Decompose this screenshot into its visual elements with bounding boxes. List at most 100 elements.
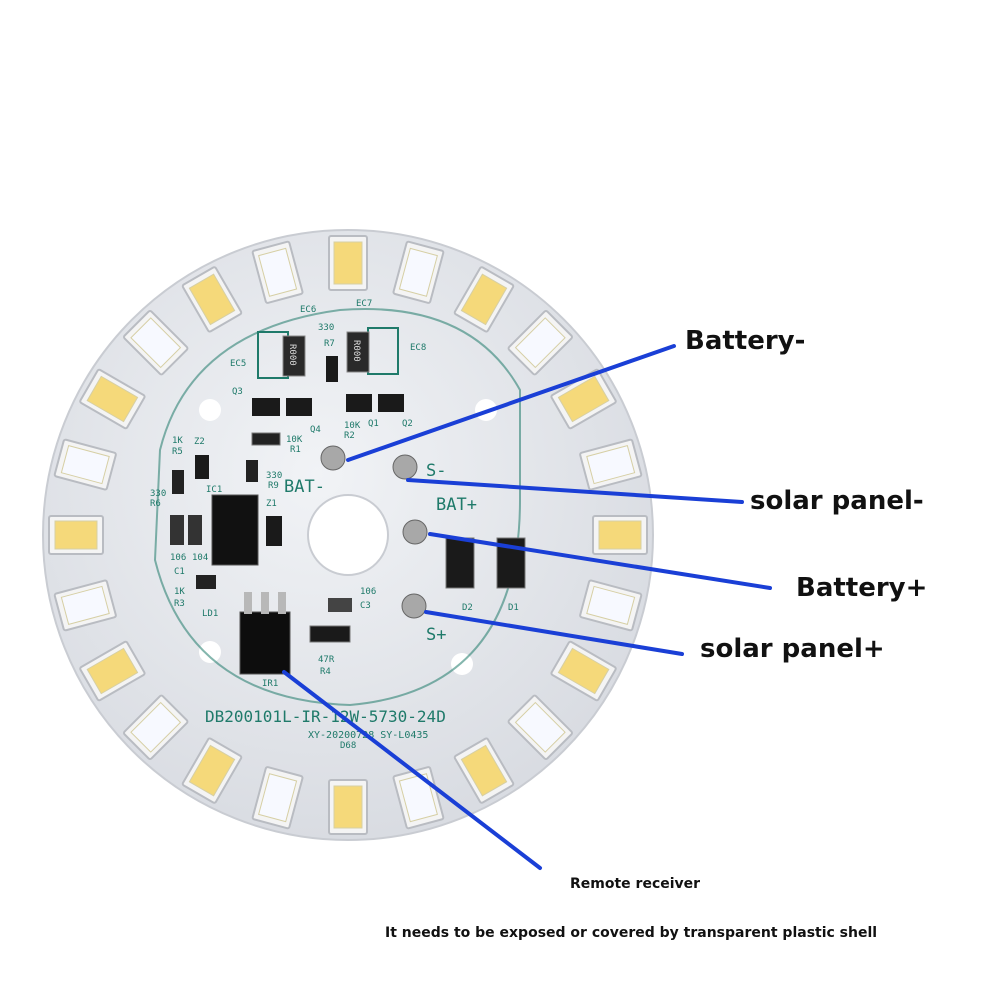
led-chip [181, 266, 243, 333]
value-label: 330 [266, 471, 282, 481]
resistor-r000 [346, 331, 370, 373]
led-chip [48, 515, 104, 555]
ref-label: R5 [172, 447, 183, 457]
ref-label: C1 [174, 567, 185, 577]
led-chip [592, 515, 648, 555]
led-chip [53, 579, 117, 632]
callout-line-solar-plus [424, 610, 684, 656]
resistor-r3 [196, 575, 216, 589]
ir-receiver [239, 611, 291, 675]
led-chip [328, 235, 368, 291]
zener-z1 [266, 516, 282, 546]
pad-label-bat-minus: BAT- [284, 477, 325, 497]
ref-label: Q4 [310, 425, 321, 435]
center-hole [307, 494, 389, 576]
ref-label: D1 [508, 603, 519, 613]
ref-label: EC6 [300, 305, 316, 315]
transistor-q4 [286, 398, 312, 416]
ref-label: R6 [150, 499, 161, 509]
led-chip [123, 694, 189, 760]
ref-label: R9 [268, 481, 279, 491]
resistor-r6 [172, 470, 184, 494]
ref-label: Q2 [402, 419, 413, 429]
capacitor-c2 [188, 515, 202, 545]
value-label: 330 [318, 323, 334, 333]
silk-outline [153, 308, 521, 707]
value-label: 106 [360, 587, 376, 597]
ref-label: EC8 [410, 343, 426, 353]
ref-label: Z2 [194, 437, 205, 447]
led-chip [251, 766, 304, 830]
ref-label: D68 [340, 741, 356, 751]
led-chip [328, 779, 368, 835]
led-chip [453, 266, 515, 333]
solar-panel-minus-label: solar panel- [750, 486, 924, 516]
value-label: 106 [170, 553, 186, 563]
pad-label-bat-plus: BAT+ [436, 495, 477, 515]
solder-pad-bat-plus [402, 519, 428, 545]
callout-lines [282, 344, 772, 870]
board-model-text: DB200101L-IR-12W-5730-24D [205, 707, 446, 726]
resistor-r1 [251, 432, 281, 446]
callout-line-solar-minus [406, 478, 744, 504]
diode-d2 [445, 537, 475, 589]
callout-line-remote [282, 670, 542, 870]
mount-hole [199, 641, 221, 663]
ic1-chip [211, 494, 259, 566]
zener-z2 [195, 455, 209, 479]
capacitor-c1 [170, 515, 184, 545]
solder-pad-bat-minus [320, 445, 346, 471]
value-label: 47R [318, 655, 335, 665]
led-chip [550, 640, 617, 702]
led-chip [123, 310, 189, 376]
pad-label-s-minus: S- [426, 461, 446, 481]
value-label: 10K [344, 421, 361, 431]
battery-plus-label: Battery+ [796, 573, 928, 603]
led-chip [181, 737, 243, 804]
solder-pad-s-plus [401, 593, 427, 619]
transistor-q1 [346, 394, 372, 412]
pad-label-s-plus: S+ [426, 625, 446, 645]
callout-line-battery-plus [428, 532, 772, 590]
ref-label: R1 [290, 445, 301, 455]
led-chip [251, 240, 304, 304]
solder-pad-s-minus [392, 454, 418, 480]
capacitor-c3 [328, 598, 352, 612]
solar-panel-plus-label: solar panel+ [700, 634, 885, 664]
ref-label: IC1 [206, 485, 222, 495]
ref-label: EC7 [356, 299, 372, 309]
smd-code: R000 [287, 344, 297, 366]
led-ring [48, 235, 648, 835]
components [170, 327, 526, 675]
resistor-r000 [282, 335, 306, 377]
ref-label: R4 [320, 667, 331, 677]
mount-hole [199, 399, 221, 421]
battery-minus-label: Battery- [685, 326, 806, 356]
resistor-r9 [246, 460, 258, 482]
ref-label: Q3 [232, 387, 243, 397]
ref-label: R3 [174, 599, 185, 609]
led-chip [53, 438, 117, 491]
led-chip [79, 368, 146, 430]
ir-pin [278, 592, 286, 614]
led-chip [453, 737, 515, 804]
ref-label: Q1 [368, 419, 379, 429]
ref-label: D2 [462, 603, 473, 613]
value-label: 1K [172, 436, 183, 446]
value-label: 104 [192, 553, 208, 563]
ir-pin [244, 592, 252, 614]
led-chip [507, 310, 573, 376]
ref-label: C3 [360, 601, 371, 611]
remote-receiver-label: Remote receiver [570, 876, 701, 892]
smd-code: R000 [351, 340, 361, 362]
exposure-note: It needs to be exposed or covered by tra… [385, 925, 878, 941]
resistor-r7 [326, 356, 338, 382]
led-chip [579, 438, 643, 491]
ref-label: IR1 [262, 679, 278, 689]
callout-line-battery-minus [346, 344, 676, 462]
resistor-r4 [309, 625, 351, 643]
ref-label: EC5 [230, 359, 246, 369]
led-chip [579, 579, 643, 632]
transistor-q2 [378, 394, 404, 412]
